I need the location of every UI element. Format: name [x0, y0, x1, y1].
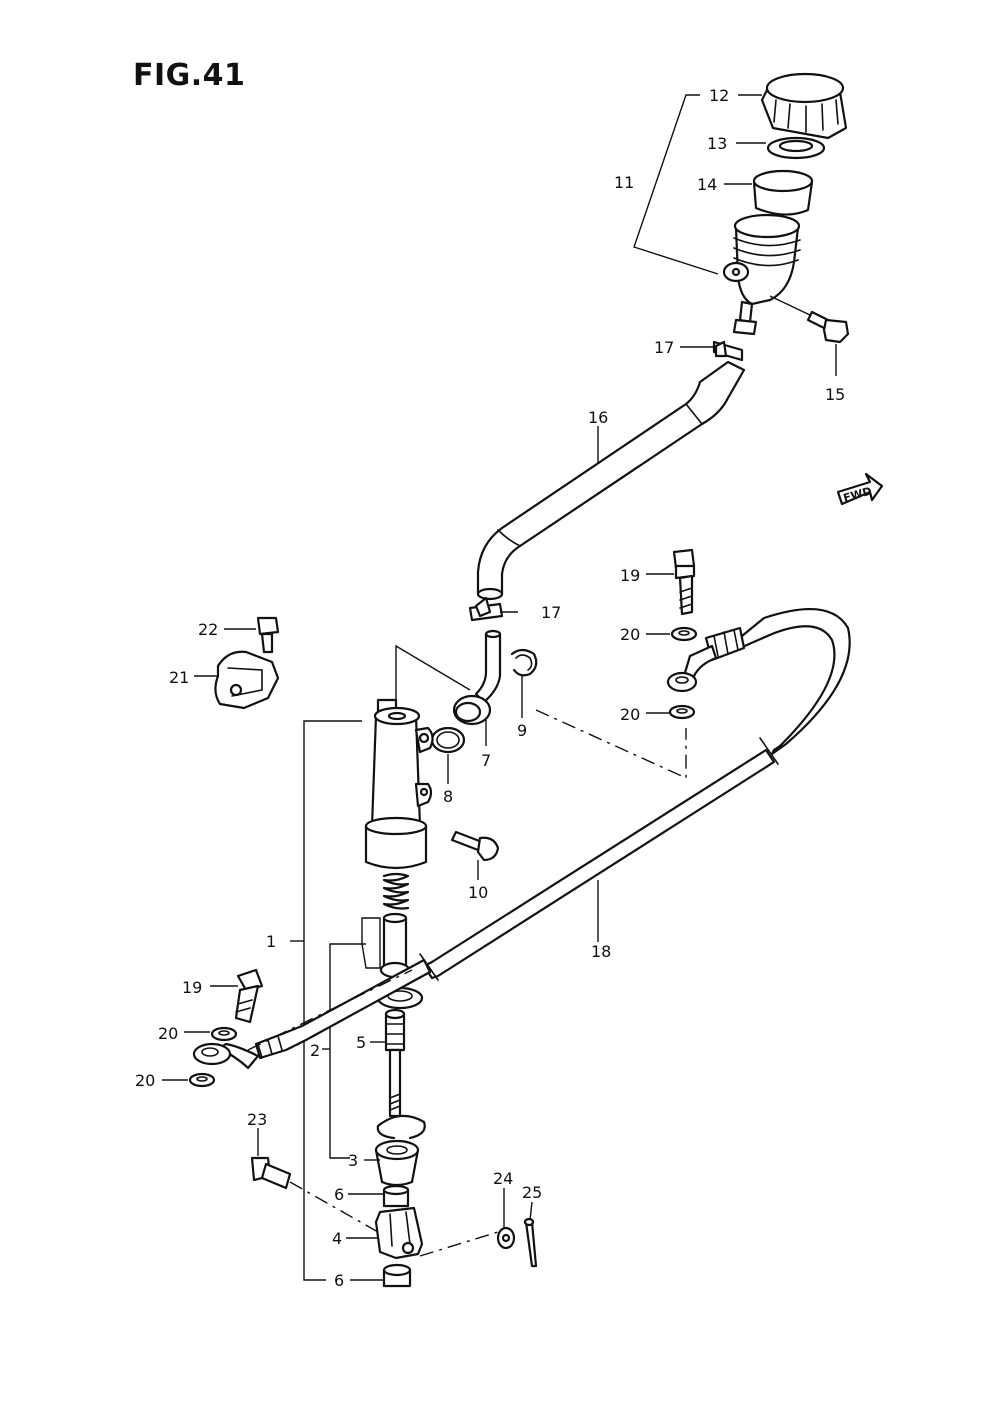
- leader-lines: [162, 94, 837, 1281]
- banjo-fitting-lower: [192, 1042, 260, 1070]
- banjo-fitting-upper: [666, 644, 718, 693]
- lock-nut-lower: [382, 1263, 412, 1288]
- clevis-pin: [250, 1156, 292, 1190]
- master-cylinder-mount-bolt: [450, 830, 500, 862]
- master-cylinder-body: [364, 698, 434, 870]
- reservoir-diaphragm-plate: [766, 136, 826, 160]
- callout-20-c: 20: [158, 1024, 178, 1043]
- reservoir-diaphragm: [752, 169, 814, 216]
- callout-16: 16: [588, 408, 608, 427]
- callout-23: 23: [247, 1110, 267, 1129]
- assembly-line-cotter-pin: [419, 1231, 499, 1257]
- piston: [379, 912, 411, 979]
- callout-11: 11: [614, 173, 634, 192]
- callout-7: 7: [481, 751, 491, 770]
- cotter-pin: [523, 1217, 538, 1268]
- reservoir-mount-bolt: [769, 295, 850, 344]
- bracket-2: [329, 943, 366, 1159]
- callout-10: 10: [468, 883, 488, 902]
- callout-22: 22: [198, 620, 218, 639]
- callout-21: 21: [169, 668, 189, 687]
- inlet-o-ring: [430, 726, 466, 754]
- callout-20-b: 20: [620, 705, 640, 724]
- reservoir-body: [722, 213, 801, 336]
- bracket-1: [303, 720, 362, 1281]
- fwd-label: FWD: [842, 484, 873, 504]
- callout-6-lower: 6: [334, 1271, 344, 1290]
- callout-2: 2: [310, 1041, 320, 1060]
- bracket-11: [633, 94, 719, 275]
- reservoir-cap: [760, 72, 848, 140]
- assembly-line-clevis-pin: [289, 1181, 379, 1233]
- sealing-washer-lower-2: [188, 1072, 216, 1088]
- reservoir-hose: [476, 360, 746, 601]
- dust-boot: [374, 1139, 420, 1187]
- callout-20-a: 20: [620, 625, 640, 644]
- assembly-line-bolt-to-cylinder: [535, 709, 687, 780]
- cylinder-bracket: [214, 650, 280, 710]
- clevis-washer: [496, 1226, 516, 1250]
- callout-20-d: 20: [135, 1071, 155, 1090]
- callout-4: 4: [332, 1229, 342, 1248]
- clevis: [374, 1206, 424, 1260]
- callout-labels: 1 2 3 4 5 6 6 7 8 9 10 11 12 13 14 15 16…: [135, 86, 845, 1290]
- callout-19-upper: 19: [620, 566, 640, 585]
- figure-title: FIG.41: [133, 58, 246, 93]
- banjo-bolt-lower: [234, 968, 264, 1024]
- hose-clamp-lower: [468, 596, 504, 622]
- banjo-bolt-upper: [672, 548, 696, 616]
- callout-14: 14: [697, 175, 717, 194]
- sealing-washer-lower-1: [210, 1026, 238, 1042]
- callout-13: 13: [707, 134, 727, 153]
- inlet-line: [395, 644, 471, 700]
- callout-17-lower: 17: [541, 603, 561, 622]
- callout-8: 8: [443, 787, 453, 806]
- callout-6-upper: 6: [334, 1185, 344, 1204]
- fwd-arrow-icon: FWD: [836, 472, 884, 506]
- push-rod-circlip: [376, 1114, 426, 1140]
- inlet-circlip: [510, 648, 538, 677]
- sealing-washer-upper-2: [668, 704, 696, 720]
- callout-12: 12: [709, 86, 729, 105]
- inlet-fitting: [452, 629, 502, 726]
- callout-25: 25: [522, 1183, 542, 1202]
- bracket-2-box: [361, 917, 381, 969]
- callout-17-upper: 17: [654, 338, 674, 357]
- callout-5: 5: [356, 1033, 366, 1052]
- callout-3: 3: [348, 1151, 358, 1170]
- sealing-washer-upper-1: [670, 626, 698, 642]
- brake-hose: [254, 607, 851, 1060]
- callout-15: 15: [825, 385, 845, 404]
- bracket-bolt: [256, 616, 280, 654]
- callout-19-lower: 19: [182, 978, 202, 997]
- lock-nut-upper: [382, 1184, 410, 1208]
- callout-18: 18: [591, 942, 611, 961]
- piston-spring: [382, 872, 410, 910]
- push-rod: [384, 1008, 406, 1118]
- callout-9: 9: [517, 721, 527, 740]
- hose-clamp-upper: [712, 340, 744, 362]
- assembly-line-lower-bolt: [247, 969, 413, 1051]
- callout-1: 1: [266, 932, 276, 951]
- callout-24: 24: [493, 1169, 513, 1188]
